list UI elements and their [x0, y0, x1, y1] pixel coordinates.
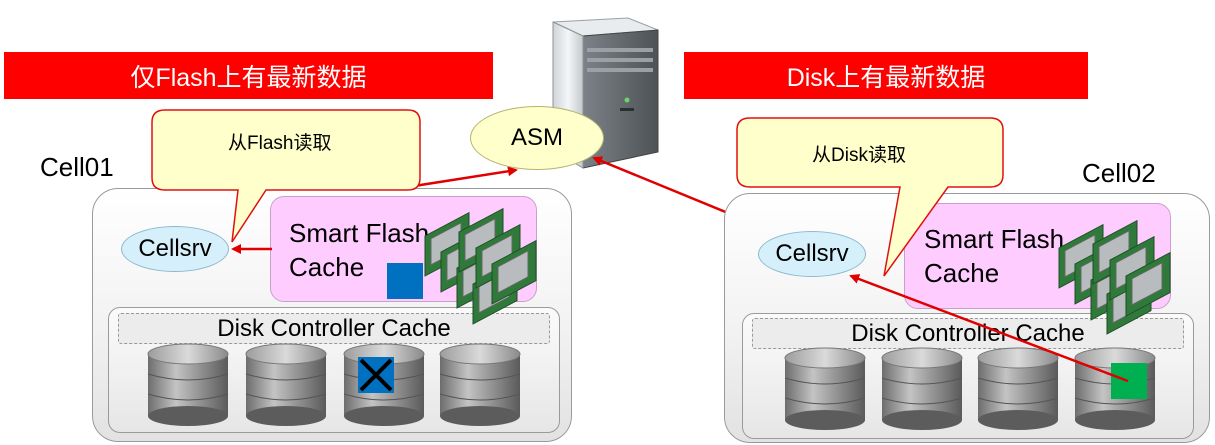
asm-node: ASM	[470, 106, 604, 170]
disk-cylinder-icon	[881, 347, 963, 430]
disk-cylinder-icon	[439, 343, 521, 426]
banner-right: Disk上有最新数据	[684, 52, 1088, 99]
cell-name-right: Cell02	[1082, 158, 1156, 188]
cellsrv-node-right: Cellsrv	[758, 231, 866, 277]
disk-cylinder-icon	[245, 343, 327, 426]
callout-text-right: 从Disk读取	[812, 145, 906, 166]
flash-label-line1: Smart Flash	[289, 218, 430, 248]
flash-card-icon	[424, 207, 537, 325]
disk-cylinder-icon	[784, 347, 866, 430]
flash-label-line1: Smart Flash	[924, 224, 1065, 254]
cellsrv-node-left: Cellsrv	[121, 226, 229, 272]
banner-left: 仅Flash上有最新数据	[4, 52, 493, 99]
callout-bubble-right	[736, 117, 1004, 277]
disk-cylinder-icon	[977, 347, 1059, 430]
disk-data-block-right	[1111, 363, 1147, 399]
flash-label-left: Smart Flash Cache	[289, 216, 429, 284]
flash-label-line2: Cache	[924, 258, 1000, 288]
disk-cylinder-icon	[147, 343, 229, 426]
flash-label-line2: Cache	[289, 252, 365, 282]
disk-to-cellsrv-arrow	[849, 274, 1129, 383]
flash-label-right: Smart Flash Cache	[924, 222, 1064, 290]
callout-bubble-left	[151, 109, 421, 243]
x-mark-icon	[358, 357, 394, 393]
flash-data-block-left	[387, 263, 423, 299]
flash-card-icon	[1058, 219, 1171, 335]
callout-text-left: 从Flash读取	[228, 133, 332, 154]
cell-name-left: Cell01	[40, 152, 114, 182]
